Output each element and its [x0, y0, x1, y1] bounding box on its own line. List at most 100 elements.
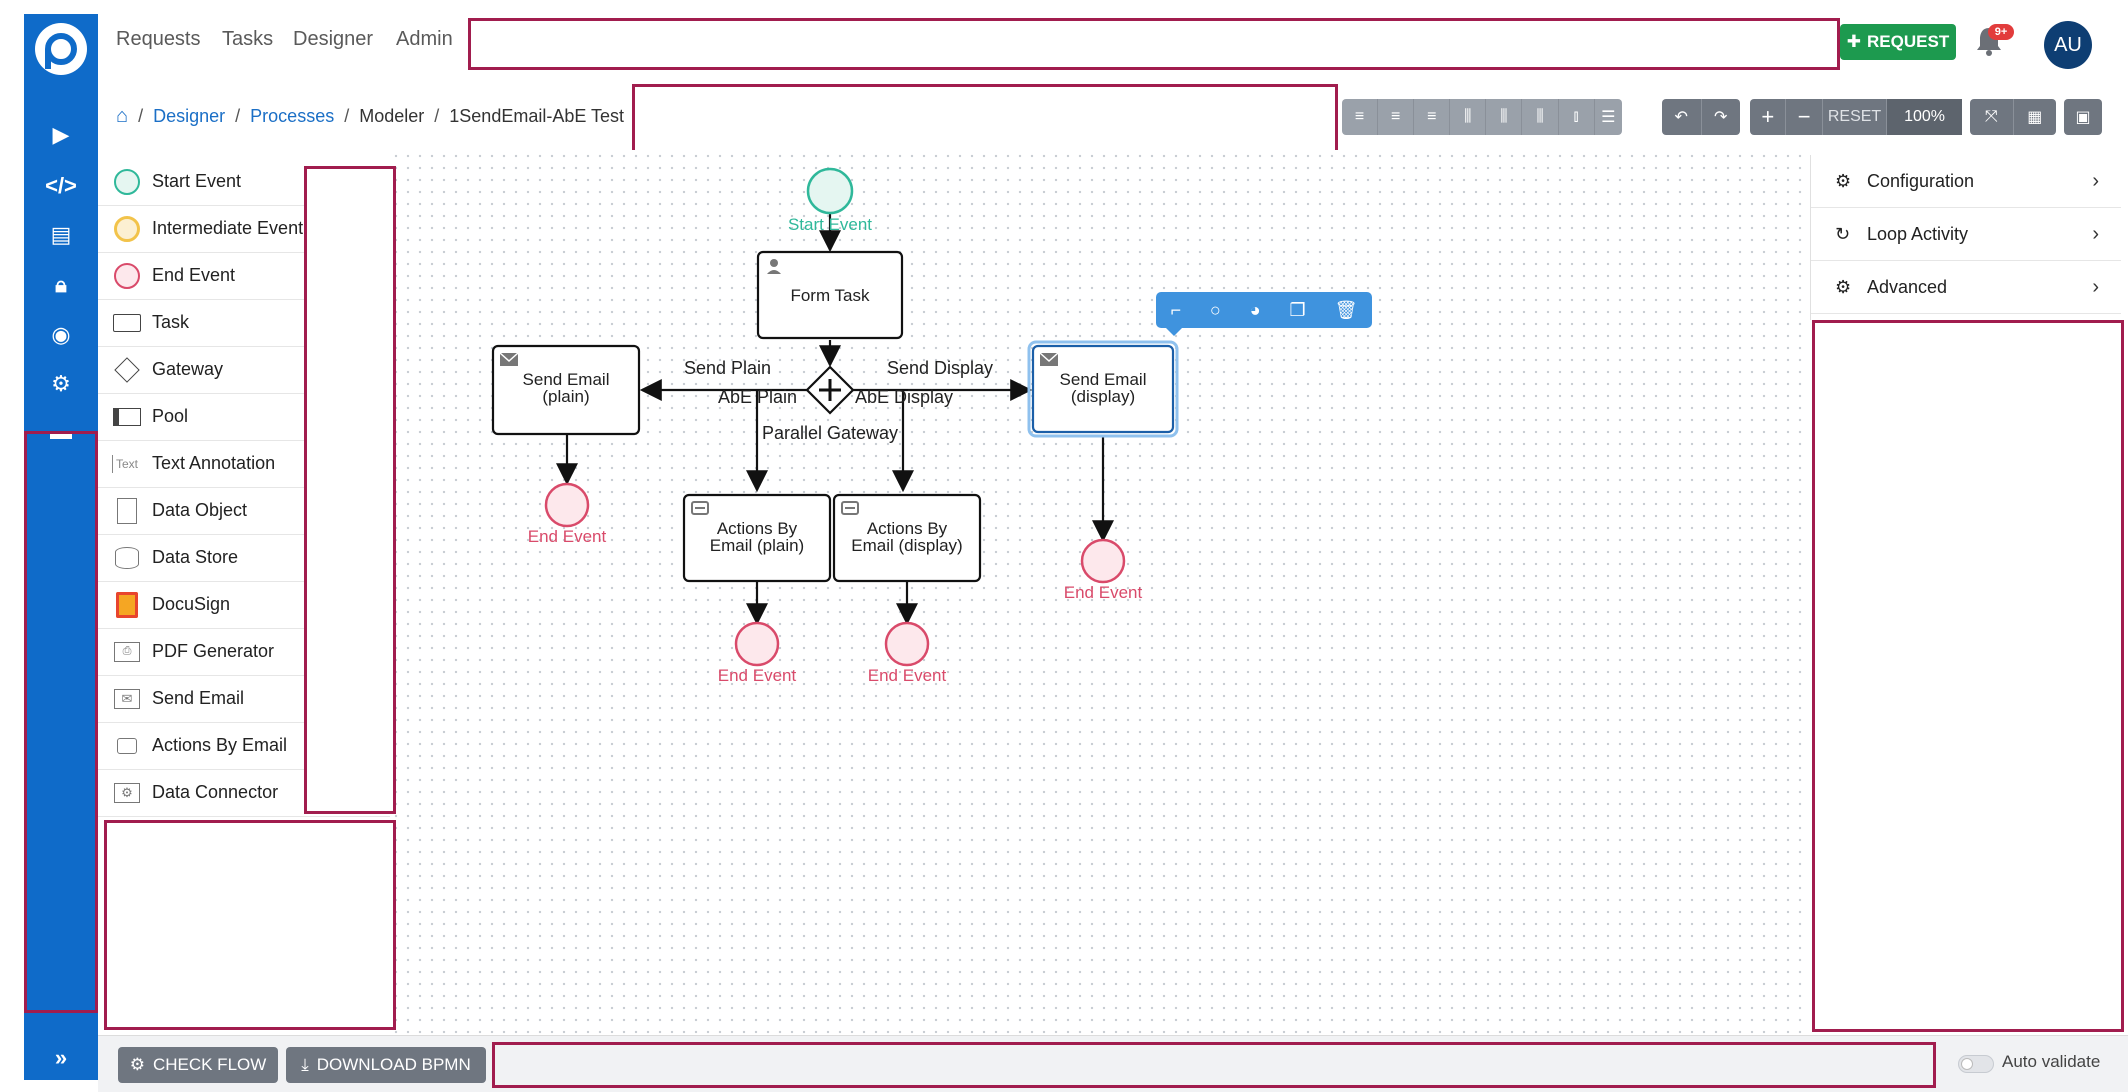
breadcrumb-processes[interactable]: Processes — [250, 106, 335, 126]
trash-icon[interactable]: 🗑︎ — [1334, 299, 1358, 320]
check-flow-button[interactable]: ⚙CHECK FLOW — [118, 1047, 278, 1083]
align-center-icon[interactable]: ≡ — [1378, 99, 1415, 135]
palette-item-task[interactable]: Task — [98, 299, 390, 347]
element-context-toolbar: ⌐ ○ ◕ ❐ 🗑︎ — [1156, 292, 1372, 336]
selection-highlight — [1027, 340, 1179, 438]
abe-display-task[interactable] — [832, 493, 982, 583]
download-bpmn-button[interactable]: ⤓DOWNLOAD BPMN — [286, 1047, 486, 1083]
home-icon[interactable]: ⌂ — [116, 105, 129, 127]
abe-display-line2: Email (display) — [851, 536, 962, 555]
zoom-out-icon[interactable]: − — [1786, 99, 1823, 135]
nav-admin[interactable]: Admin — [396, 28, 453, 50]
palette-item-actions-by-email[interactable]: Actions By Email — [98, 722, 390, 770]
flow-label-abe-plain: AbE Plain — [718, 387, 797, 407]
nav-tasks[interactable]: Tasks — [222, 28, 274, 50]
start-event-label: Start Event — [788, 215, 872, 234]
envelope-icon — [1039, 352, 1059, 366]
palette-color-icon[interactable]: ◕ — [1249, 299, 1261, 320]
reset-button[interactable]: RESET — [1823, 99, 1888, 135]
form-task-label: Form Task — [790, 286, 870, 305]
inspector-panel: ⚙ Configuration › ↻ Loop Activity › ⚙ Ad… — [1810, 155, 2121, 320]
start-event[interactable] — [806, 167, 854, 215]
gateway-label: Parallel Gateway — [762, 423, 898, 443]
text-annotation-icon: Text — [112, 454, 142, 473]
form-task[interactable] — [756, 250, 904, 340]
chevron-right-icon: › — [2092, 169, 2099, 192]
annotation-box — [1812, 320, 2124, 1032]
user-avatar[interactable]: AU — [2044, 21, 2092, 69]
gear-icon[interactable]: ⚙ — [51, 371, 71, 396]
pool-icon — [112, 404, 142, 430]
fullscreen-icon[interactable]: ⤧ — [1970, 99, 2014, 135]
inspector-advanced[interactable]: ⚙ Advanced › — [1811, 261, 2121, 314]
align-toolbar: ≡ ≡ ≡ ⫼ ⫼ ⫼ ⫾ ☰ — [1342, 99, 1622, 135]
expand-icon[interactable]: » — [54, 1045, 68, 1070]
code-icon[interactable]: </> — [45, 173, 77, 198]
inspector-configuration[interactable]: ⚙ Configuration › — [1811, 155, 2121, 208]
end-event-abe-display[interactable] — [884, 621, 930, 667]
align-right-icon[interactable]: ≡ — [1414, 99, 1451, 135]
left-rail: ▶ </> ▤ 🔒︎ ◉ ⚙ ▬ » — [24, 14, 98, 1080]
palette-item-docusign[interactable]: DocuSign — [98, 581, 390, 629]
palette-item-intermediate-event[interactable]: Intermediate Event — [98, 205, 390, 253]
document-icon[interactable]: ▤ — [50, 222, 72, 247]
breadcrumb-designer[interactable]: Designer — [153, 106, 226, 126]
connector-icon[interactable]: ⌐ — [1170, 299, 1181, 320]
send-email-plain-line2: (plain) — [542, 387, 589, 406]
end-event-abe-plain-label: End Event — [718, 666, 797, 685]
minimap-icon[interactable]: ▦ — [2027, 109, 2043, 126]
palette-item-send-email[interactable]: ✉ Send Email — [98, 675, 390, 723]
play-icon[interactable]: ▶ — [52, 122, 70, 147]
shape-icon[interactable]: ○ — [1209, 299, 1221, 320]
compass-icon[interactable]: ◉ — [51, 322, 71, 347]
start-event-icon — [112, 168, 142, 195]
end-event-plain[interactable] — [544, 482, 590, 528]
processmaker-logo[interactable] — [35, 23, 87, 75]
inspector-loop-activity[interactable]: ↻ Loop Activity › — [1811, 208, 2121, 261]
send-email-display-task[interactable] — [1031, 344, 1175, 434]
send-email-plain-task[interactable] — [491, 344, 641, 436]
new-request-button[interactable]: ✚REQUEST — [1840, 24, 1956, 60]
send-email-icon: ✉ — [112, 686, 142, 712]
save-icon[interactable]: ▣ — [2075, 109, 2091, 126]
actions-by-email-icon — [112, 733, 142, 759]
palette-item-data-object[interactable]: Data Object — [98, 487, 390, 535]
end-event-display[interactable] — [1080, 538, 1126, 584]
redo-icon[interactable]: ↷ — [1714, 109, 1728, 126]
chevron-right-icon: › — [2092, 222, 2099, 245]
zoom-in-icon[interactable]: + — [1750, 99, 1787, 135]
history-toolbar: ↶ ↷ — [1662, 99, 1740, 135]
chevron-right-icon: › — [2092, 275, 2099, 298]
end-event-abe-plain[interactable] — [734, 621, 780, 667]
palette-item-gateway[interactable]: Gateway — [98, 346, 390, 394]
data-store-icon — [112, 545, 142, 571]
palette-item-text-annotation[interactable]: Text Text Annotation — [98, 440, 390, 488]
nav-requests[interactable]: Requests — [116, 28, 201, 50]
align-bottom-icon[interactable]: ⫼ — [1450, 99, 1487, 135]
palette-item-end-event[interactable]: End Event — [98, 252, 390, 300]
modeler-canvas[interactable]: Start Event Form Task Parallel Gateway S… — [390, 150, 1810, 1035]
distribute-horizontal-icon[interactable]: ⫾ — [1559, 99, 1595, 135]
palette-item-pdf-generator[interactable]: ⎙ PDF Generator — [98, 628, 390, 676]
view-toolbar: ⤧ ▦ — [1970, 99, 2056, 135]
distribute-vertical-icon[interactable]: ☰ — [1601, 109, 1616, 126]
undo-icon[interactable]: ↶ — [1662, 99, 1702, 135]
palette-item-data-connector[interactable]: ⚙ Data Connector — [98, 769, 390, 817]
annotation-box — [24, 431, 98, 1013]
abe-plain-task[interactable] — [682, 493, 832, 583]
palette-item-start-event[interactable]: Start Event — [98, 158, 390, 206]
lock-icon[interactable]: 🔒︎ — [55, 272, 67, 297]
palette-item-data-store[interactable]: Data Store — [98, 534, 390, 582]
auto-validate-toggle[interactable] — [1958, 1055, 1994, 1073]
flow-label-send-display: Send Display — [887, 358, 993, 378]
align-middle-icon[interactable]: ⫼ — [1486, 99, 1523, 135]
align-left-icon[interactable]: ≡ — [1342, 99, 1379, 135]
nav-designer[interactable]: Designer — [293, 28, 374, 50]
align-top-icon[interactable]: ⫼ — [1522, 99, 1559, 135]
gears-icon: ⚙ — [1835, 276, 1852, 297]
plus-icon: ✚ — [1846, 32, 1862, 51]
palette-item-pool[interactable]: Pool — [98, 393, 390, 441]
abe-plain-line2: Email (plain) — [710, 536, 804, 555]
copy-icon[interactable]: ❐ — [1289, 299, 1306, 320]
loop-icon: ↻ — [1835, 223, 1851, 244]
